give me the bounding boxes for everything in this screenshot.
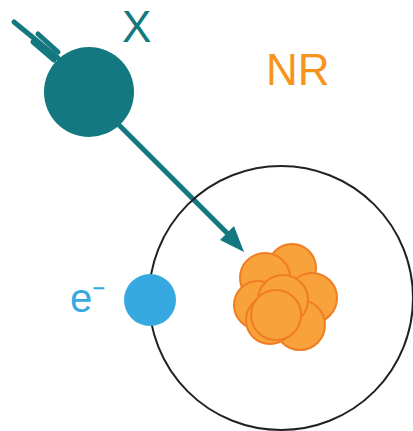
arrow-head (220, 226, 244, 252)
node-shape (124, 274, 176, 326)
particle-circle: X (44, 47, 134, 137)
electron-circle: e⁻ (124, 274, 176, 326)
node-label: X (122, 5, 151, 49)
motion-line (38, 34, 58, 52)
atom-outline (149, 166, 413, 430)
circle-fill (124, 274, 176, 326)
node-shape (44, 47, 134, 137)
interaction-label: NR (266, 48, 330, 92)
circle-fill (44, 47, 134, 137)
node-label: e⁻ (70, 278, 106, 318)
motion-line (14, 22, 58, 58)
nucleus (234, 244, 337, 350)
